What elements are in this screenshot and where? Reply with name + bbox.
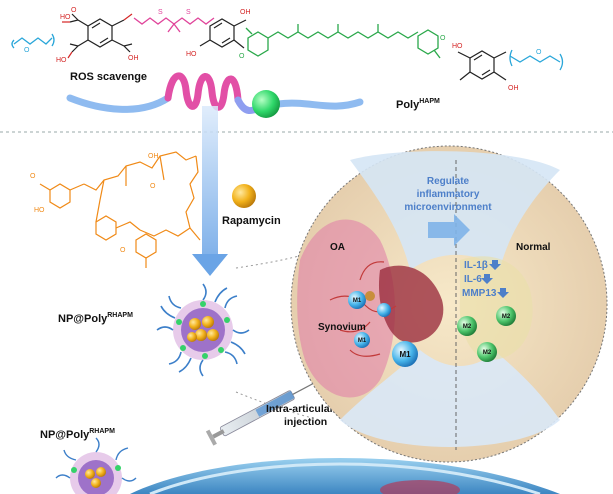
- m1-label: M1: [358, 338, 367, 344]
- m1-label: M1: [353, 298, 362, 304]
- down-arrows-cytokines: [481, 260, 509, 298]
- connector-arc: [235, 249, 321, 269]
- chem-o-label: O: [150, 183, 156, 190]
- chem-o-label: O: [71, 7, 77, 14]
- polymer-cartoon: [66, 72, 364, 118]
- peg-fragment-left: [11, 33, 55, 49]
- rapamycin-molecule: [39, 151, 201, 268]
- synovium-label: Synovium: [318, 322, 366, 333]
- chem-ho-label: HO: [34, 207, 45, 214]
- syringe: [205, 376, 327, 446]
- chem-ho-label: HO: [452, 43, 463, 50]
- top-panel: O HO O HO OH S: [11, 7, 564, 118]
- chem-ho-label: HO: [186, 51, 197, 58]
- intra-articular-label: Intra-articular: [266, 403, 334, 415]
- chem-o-label: O: [30, 173, 36, 180]
- chem-s-label: S: [186, 9, 191, 16]
- chem-s-label: S: [158, 9, 163, 16]
- m2-label: M2: [483, 350, 492, 356]
- joint-illustration: M1 M1 M1 M2 M2 M2: [290, 145, 608, 463]
- il6-label: IL-6: [464, 274, 482, 285]
- m2-label: M2: [502, 314, 511, 320]
- thioketal-linker: [133, 17, 215, 33]
- chem-oh-label: OH: [128, 55, 139, 62]
- peg-fragment-right: [509, 49, 564, 71]
- mmp13-label: MMP13: [462, 288, 497, 299]
- connector-arc: [235, 391, 321, 421]
- chem-oh-label: OH: [148, 153, 159, 160]
- nanoparticle-2: [55, 437, 137, 494]
- np-poly-label-2: NP@PolyRHAPM: [40, 428, 115, 441]
- chem-o-label: O: [536, 49, 542, 56]
- ros-scavenge-label: ROS scavenge: [70, 71, 147, 83]
- regulate-label-2: inflammatory: [417, 189, 480, 200]
- m1-macrophages: [348, 291, 418, 367]
- chem-o-label: O: [120, 247, 126, 254]
- m2-label: M2: [463, 324, 472, 330]
- normal-label: Normal: [516, 242, 551, 253]
- carboxyl-red: [62, 13, 133, 59]
- regulate-arrow: [428, 214, 470, 246]
- il1b-label: IL-1β: [464, 260, 488, 271]
- injection-label: injection: [284, 416, 327, 428]
- rapamycin-sphere: [232, 184, 256, 208]
- chem-oh-label: OH: [240, 9, 251, 16]
- polyene-chain: [245, 24, 441, 59]
- cell-membrane: [130, 458, 560, 494]
- m1-label: M1: [399, 350, 411, 359]
- poly-hapm-label: PolyHAPM: [396, 98, 440, 111]
- regulate-label-1: Regulate: [427, 176, 470, 187]
- np-poly-label-1: NP@PolyRHAPM: [58, 312, 133, 325]
- m2-macrophages: [457, 306, 516, 362]
- down-arrow: [192, 106, 228, 276]
- chem-ho-label: HO: [60, 14, 71, 21]
- aromatic-ring-2: [199, 18, 247, 49]
- regulate-label-3: microenvironment: [404, 202, 492, 213]
- chem-o-label: O: [440, 35, 446, 42]
- oa-label: OA: [330, 242, 345, 253]
- aromatic-ring-1: [69, 13, 133, 53]
- chem-oh-label: OH: [508, 85, 519, 92]
- nanoparticle-1: [156, 283, 250, 377]
- aromatic-ring-3: [457, 50, 507, 81]
- chem-o-label: O: [239, 53, 245, 60]
- chem-ho-label: HO: [56, 57, 67, 64]
- chem-o-label: O: [24, 47, 30, 54]
- rapamycin-label: Rapamycin: [222, 215, 281, 227]
